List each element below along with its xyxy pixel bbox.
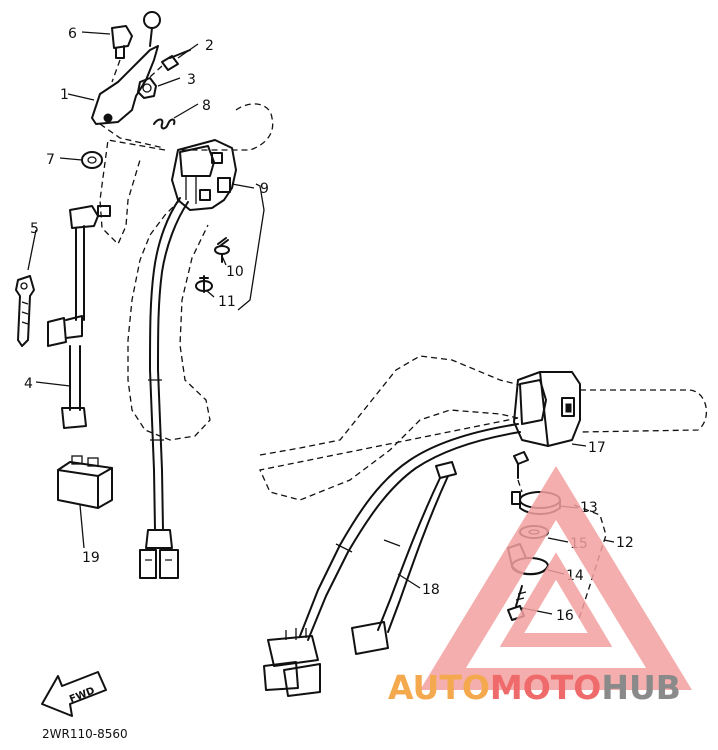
callout-9: 9 (260, 181, 269, 197)
right-harness-connector (263, 628, 321, 697)
left-switch-housing (171, 139, 237, 211)
watermark-triangle (420, 466, 692, 690)
part-7-grommet (81, 151, 103, 169)
right-switch-harness (299, 423, 519, 637)
part-12-bracket-outline (573, 504, 607, 623)
callout-4: 4 (24, 376, 33, 392)
watermark-auto: AUTO (388, 668, 490, 707)
callout-labels: 1 2 3 4 5 6 7 8 9 10 11 12 13 14 15 16 1… (24, 26, 634, 624)
right-handlebar-dashed (259, 355, 708, 501)
callout-19: 19 (82, 550, 100, 566)
left-grip-outline-dashed (99, 139, 166, 246)
watermark-logo: AUTOMOTOHUB (388, 466, 692, 707)
callout-3: 3 (187, 72, 196, 88)
part-18-cable (351, 461, 457, 655)
part-11-screw (195, 275, 213, 293)
callout-8: 8 (202, 98, 211, 114)
drawing-code: 2WR110-8560 (42, 727, 128, 741)
callout-13: 13 (580, 500, 598, 516)
callout-12: 12 (616, 535, 634, 551)
callout-11: 11 (218, 294, 236, 310)
left-switch-harness (149, 197, 181, 531)
fwd-arrow: FWD (41, 671, 107, 717)
part-5-key (15, 275, 35, 347)
left-harness-connector (139, 529, 179, 579)
callout-10: 10 (226, 264, 244, 280)
part-4-cable-switch (47, 205, 111, 429)
part-6-knob (111, 25, 133, 83)
callout-7: 7 (46, 152, 55, 168)
callout-2: 2 (205, 38, 214, 54)
callout-18: 18 (422, 582, 440, 598)
leader-lines (27, 31, 615, 615)
watermark-moto: MOTO (490, 668, 601, 707)
fwd-label: FWD (68, 685, 96, 705)
svg-text:AUTOMOTOHUB: AUTOMOTOHUB (388, 668, 681, 707)
callout-6: 6 (68, 26, 77, 42)
right-switch-housing (513, 371, 581, 447)
part-8-spring (153, 118, 176, 130)
part-17-bolt (513, 451, 529, 493)
callout-1: 1 (60, 87, 69, 103)
left-handlebar-dashed (127, 103, 274, 441)
part-1-lever-bracket (91, 45, 159, 125)
callout-5: 5 (30, 221, 39, 237)
callout-17: 17 (588, 440, 606, 456)
part-19-relay (57, 455, 113, 509)
watermark-hub: HUB (601, 668, 681, 707)
callout-16: 16 (556, 608, 574, 624)
left-handlebar-assembly (15, 11, 274, 579)
part-10-screw (214, 237, 230, 263)
part-3-nut (137, 77, 157, 99)
